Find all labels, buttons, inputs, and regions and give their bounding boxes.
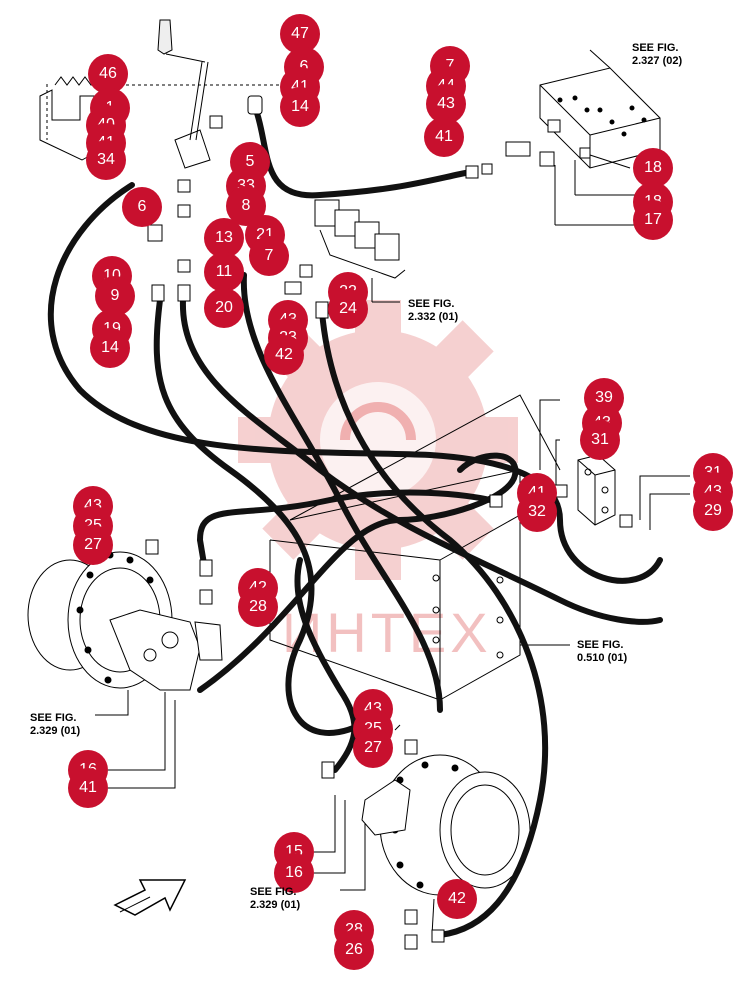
see-fig-2-332-ref[interactable]: SEE FIG. 2.332 (01) (408, 298, 458, 324)
ref-line2: 2.329 (01) (30, 725, 81, 737)
callout-20[interactable]: 20 (204, 288, 244, 328)
see-fig-2-327-ref[interactable]: SEE FIG. 2.327 (02) (632, 42, 682, 68)
ref-line2: 0.510 (01) (577, 652, 628, 664)
ref-line1: SEE FIG. (30, 712, 77, 724)
callout-42[interactable]: 42 (264, 335, 304, 375)
callout-27[interactable]: 27 (73, 525, 113, 565)
see-fig-2-329-ref-bottom[interactable]: SEE FIG. 2.329 (01) (250, 886, 300, 912)
callout-31[interactable]: 31 (580, 420, 620, 460)
callout-41[interactable]: 41 (424, 117, 464, 157)
ref-line1: SEE FIG. (408, 298, 455, 310)
ref-line2: 2.332 (01) (408, 311, 459, 323)
callout-14[interactable]: 14 (280, 87, 320, 127)
callout-29[interactable]: 29 (693, 491, 733, 531)
callout-13[interactable]: 13 (204, 218, 244, 258)
callout-16[interactable]: 16 (274, 853, 314, 893)
ref-line1: SEE FIG. (577, 639, 624, 651)
callout-46[interactable]: 46 (88, 54, 128, 94)
ref-line2: 2.327 (02) (632, 55, 683, 67)
callout-32[interactable]: 32 (517, 492, 557, 532)
callout-17[interactable]: 17 (633, 200, 673, 240)
callout-7[interactable]: 7 (249, 236, 289, 276)
callout-28[interactable]: 28 (238, 587, 278, 627)
callout-14[interactable]: 14 (90, 328, 130, 368)
callout-41[interactable]: 41 (68, 768, 108, 808)
callout-34[interactable]: 34 (86, 140, 126, 180)
callout-47[interactable]: 47 (280, 14, 320, 54)
callout-6[interactable]: 6 (122, 187, 162, 227)
callout-18[interactable]: 18 (633, 148, 673, 188)
see-fig-0-510-ref[interactable]: SEE FIG. 0.510 (01) (577, 639, 627, 665)
callout-24[interactable]: 24 (328, 289, 368, 329)
ref-line1: SEE FIG. (632, 42, 679, 54)
ref-line2: 2.329 (01) (250, 899, 301, 911)
callout-42[interactable]: 42 (437, 879, 477, 919)
callout-11[interactable]: 11 (204, 252, 244, 292)
callout-27[interactable]: 27 (353, 728, 393, 768)
ref-line1: SEE FIG. (250, 886, 297, 898)
callout-26[interactable]: 26 (334, 930, 374, 970)
see-fig-2-329-ref-left[interactable]: SEE FIG. 2.329 (01) (30, 712, 80, 738)
